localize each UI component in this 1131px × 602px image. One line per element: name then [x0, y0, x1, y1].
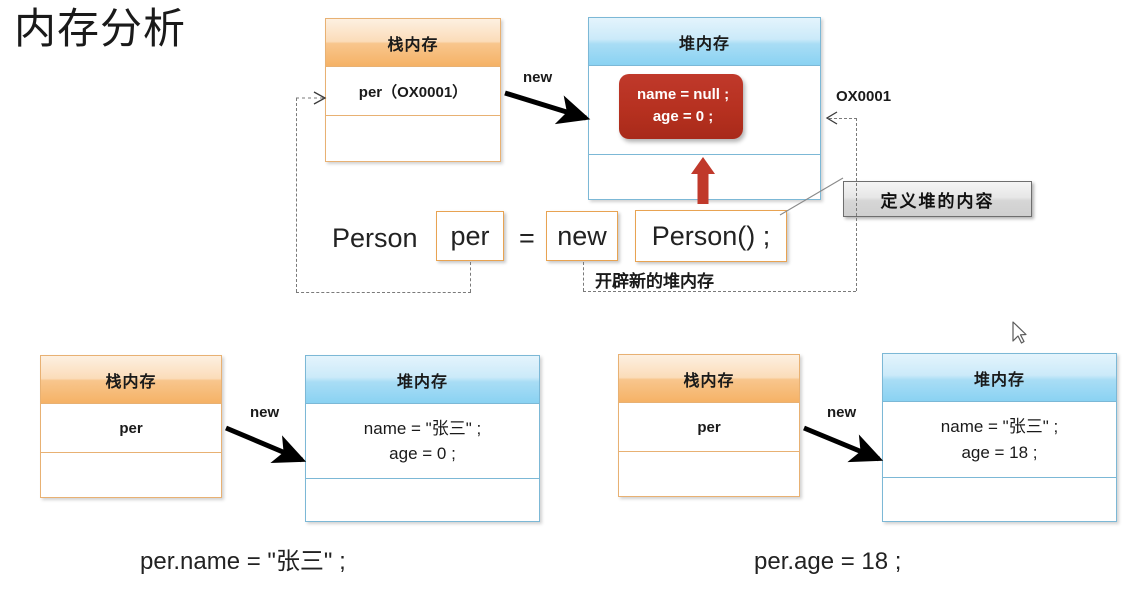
bottom-left-heap-empty-slot [306, 479, 539, 524]
bottom-left-new-arrow [225, 425, 307, 463]
dash-new-down [583, 262, 584, 291]
top-new-arrow [504, 90, 591, 125]
bottom-right-new-arrow-label: new [827, 404, 857, 421]
code-equals-sign: = [519, 223, 535, 253]
top-heap-object-bubble: name = null ; age = 0 ; [619, 74, 744, 139]
dash-into-heap [829, 118, 857, 119]
dash-per-down [470, 262, 471, 292]
bottom-right-caption: per.age = 18 ; [754, 548, 902, 575]
callout-define-heap-content: 定义堆的内容 [843, 181, 1032, 217]
top-new-arrow-label: new [523, 69, 553, 86]
top-stack-slot-per: per（OX0001） [326, 67, 500, 116]
top-address-label: OX0001 [836, 88, 892, 105]
bottom-left-caption: per.name = "张三" ; [140, 548, 346, 575]
bottom-right-heap-empty-slot [883, 478, 1116, 524]
bottom-right-stack-header: 栈内存 [619, 355, 799, 403]
bottom-left-heap-object-slot: name = "张三" ; age = 0 ; [306, 404, 539, 479]
bottom-right-stack-slot-per: per [619, 403, 799, 452]
bottom-right-heap-object-slot: name = "张三" ; age = 18 ; [883, 402, 1116, 478]
dash-per-left-up [296, 98, 297, 292]
bottom-right-heap-header: 堆内存 [883, 354, 1116, 402]
mouse-cursor [1012, 321, 1027, 344]
top-heap-empty-slot [589, 155, 820, 202]
dash-new-bottom [583, 291, 856, 292]
note-open-new-heap: 开辟新的堆内存 [595, 272, 714, 291]
bottom-left-stack-slot-per: per [41, 404, 221, 453]
bottom-left-stack-header: 栈内存 [41, 356, 221, 404]
bottom-right-heap-memory-box: 堆内存 name = "张三" ; age = 18 ; [882, 353, 1117, 522]
bottom-right-stack-memory-box: 栈内存 per [618, 354, 800, 497]
dash-right-riser [856, 118, 857, 291]
variable-pointer-arrowhead [296, 91, 327, 105]
bottom-left-heap-memory-box: 堆内存 name = "张三" ; age = 0 ; [305, 355, 540, 522]
bottom-left-stack-slot-empty [41, 453, 221, 499]
code-type-person: Person [332, 223, 418, 253]
code-box-keyword-new[interactable]: new [546, 211, 618, 261]
top-heap-object-slot: name = null ; age = 0 ; [589, 66, 820, 155]
top-stack-header: 栈内存 [326, 19, 500, 67]
dash-per-bottom [296, 292, 471, 293]
top-stack-slot-empty [326, 116, 500, 163]
code-box-variable-per[interactable]: per [436, 211, 504, 261]
top-heap-header: 堆内存 [589, 18, 820, 66]
bottom-left-stack-memory-box: 栈内存 per [40, 355, 222, 498]
top-heap-memory-box: 堆内存 name = null ; age = 0 ; [588, 17, 821, 200]
bottom-right-stack-slot-empty [619, 452, 799, 498]
bottom-right-new-arrow [803, 425, 884, 463]
page-title: 内存分析 [14, 5, 187, 52]
code-box-constructor-person[interactable]: Person() ; [635, 210, 787, 262]
bottom-left-new-arrow-label: new [250, 404, 280, 421]
bottom-left-heap-header: 堆内存 [306, 356, 539, 404]
top-stack-memory-box: 栈内存 per（OX0001） [325, 18, 501, 162]
